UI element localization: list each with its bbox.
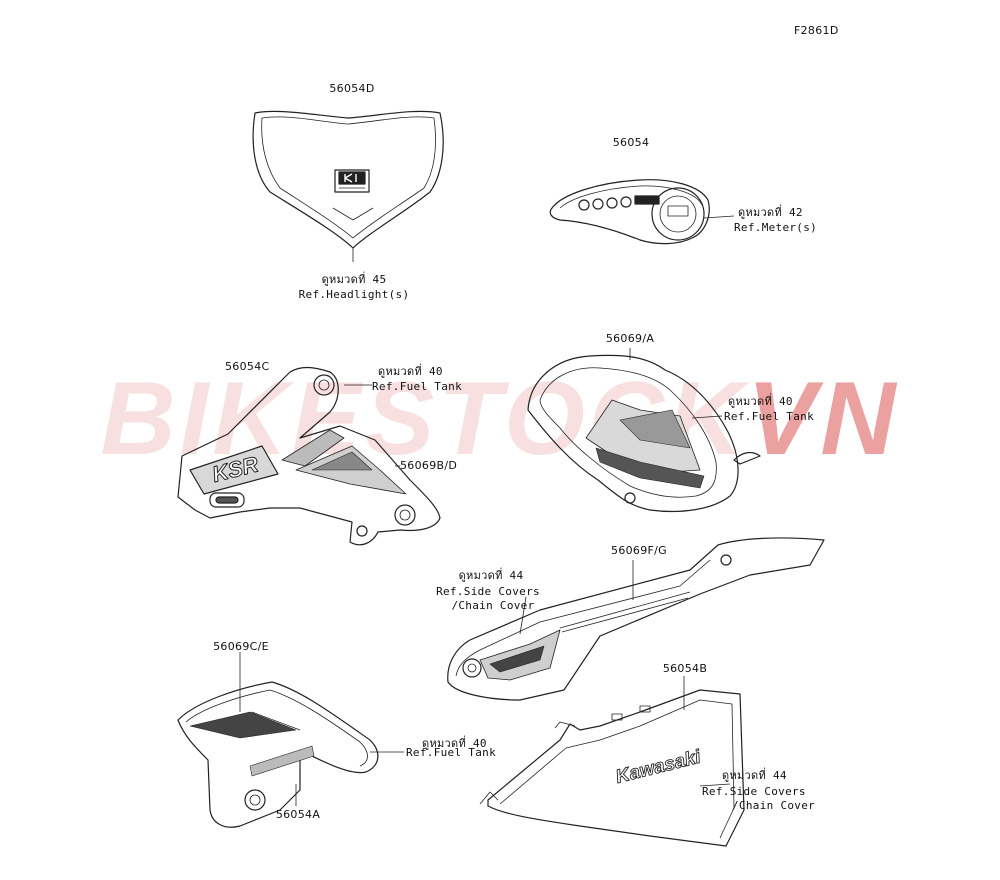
tank-shroud-left-part-number[interactable]: 56054C bbox=[225, 360, 270, 373]
tank-shroud-right-ref-link[interactable]: Ref.Fuel Tank bbox=[724, 410, 814, 423]
tank-shroud-right-ref-thai: ดูหมวดที่ 40 bbox=[728, 395, 793, 408]
tank-shroud-left-badge: KSR bbox=[210, 451, 261, 487]
side-cover-long-drawing bbox=[447, 537, 825, 701]
tank-shroud-right-drawing bbox=[527, 348, 761, 513]
tank-shroud-left-ref-thai: ดูหมวดที่ 40 bbox=[378, 365, 443, 378]
meter-drawing bbox=[549, 179, 735, 245]
side-cover-kawasaki-part-number[interactable]: 56054B bbox=[662, 662, 708, 675]
figure-code: F2861D bbox=[794, 24, 839, 37]
headlight-ref-thai: ดูหมวดที่ 45 bbox=[321, 273, 387, 286]
tank-shroud-lower-ref-thai: ดูหมวดที่ 40 bbox=[422, 737, 487, 750]
side-cover-brand-text: Kawasaki bbox=[614, 746, 704, 788]
side-cover-long-ref-link-2[interactable]: /Chain Cover bbox=[451, 599, 535, 612]
side-cover-long-ref-link[interactable]: Ref.Side Covers bbox=[436, 585, 540, 598]
tank-shroud-left-drawing bbox=[177, 366, 441, 546]
meter-ref-link[interactable]: Ref.Meter(s) bbox=[734, 221, 818, 234]
tank-shroud-left-ref-link[interactable]: Ref.Fuel Tank bbox=[372, 380, 462, 393]
side-cover-kawasaki-ref-link-2[interactable]: /Chain Cover bbox=[732, 799, 816, 812]
tank-shroud-right-part-number[interactable]: 56069/A bbox=[605, 332, 655, 345]
tank-shroud-lower-ref-link[interactable]: Ref.Fuel Tank bbox=[406, 746, 496, 759]
side-cover-long-ref-thai: ดูหมวดที่ 44 bbox=[458, 569, 524, 582]
headlight-cover-part-number[interactable]: 56054D bbox=[329, 82, 375, 95]
meter-part-number[interactable]: 56054 bbox=[612, 136, 650, 149]
tank-shroud-lower-decal-part-number[interactable]: 56054A bbox=[275, 808, 321, 821]
tank-shroud-lower-drawing bbox=[177, 652, 404, 828]
side-cover-long-part-number[interactable]: 56069F/G bbox=[611, 544, 667, 557]
headlight-cover-drawing bbox=[252, 110, 444, 262]
side-cover-kawasaki-drawing bbox=[479, 676, 745, 847]
side-cover-kawasaki-ref-link[interactable]: Ref.Side Covers bbox=[702, 785, 806, 798]
tank-shroud-lower-part-number[interactable]: 56069C/E bbox=[213, 640, 269, 653]
meter-ref-thai: ดูหมวดที่ 42 bbox=[738, 206, 803, 219]
side-cover-kawasaki-ref-thai: ดูหมวดที่ 44 bbox=[722, 769, 787, 782]
headlight-ref-link[interactable]: Ref.Headlight(s) bbox=[298, 288, 410, 301]
tank-shroud-left-decal-part-number[interactable]: 56069B/D bbox=[400, 459, 458, 472]
